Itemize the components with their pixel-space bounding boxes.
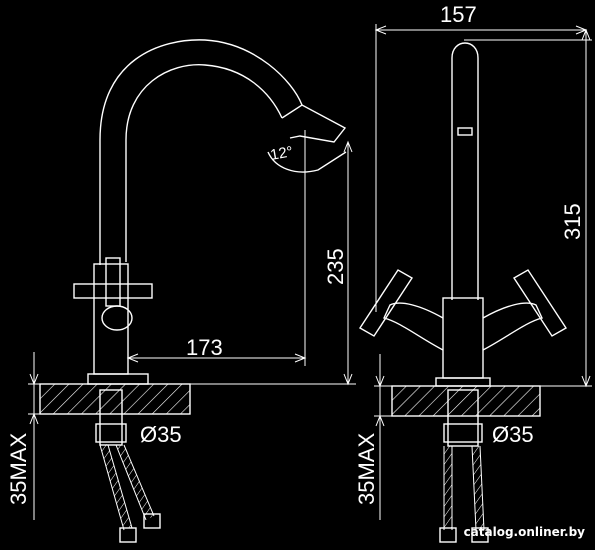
dim-angle-12: 12°: [269, 143, 294, 164]
spout-outline-outer: [99, 39, 303, 265]
spout-column: [451, 42, 479, 300]
faucet-body: [93, 263, 129, 375]
mounting-stud: [99, 389, 123, 446]
dim-width-157: 157: [440, 2, 477, 27]
dim-diameter-right: Ø35: [492, 422, 534, 447]
dim-height-235: 235: [323, 248, 348, 285]
right-handle-arm: [482, 302, 543, 351]
supply-hose-right-b: [472, 445, 484, 529]
left-dimension-lines: [28, 130, 356, 520]
hose-fitting-right-b: [471, 527, 489, 543]
hose-fitting-right-a: [439, 527, 457, 543]
dim-diameter-left: Ø35: [140, 422, 182, 447]
hose-fitting-b: [143, 513, 161, 529]
body-front: [442, 297, 484, 379]
hose-fitting-a: [119, 527, 137, 543]
right-front-view: [359, 42, 567, 543]
handle-bar: [73, 283, 153, 299]
left-side-view: [39, 39, 347, 543]
supply-hose-b: [116, 443, 154, 520]
dim-35max-right: 35MAX: [354, 433, 379, 505]
handle-knob: [101, 305, 133, 331]
right-handle-cross: [513, 269, 567, 337]
base-flange-right: [435, 377, 491, 387]
mounting-nut-right: [443, 423, 483, 443]
spout-outline-inner: [125, 64, 283, 262]
supply-hose-a: [100, 443, 132, 530]
left-handle-cross: [359, 269, 413, 337]
dim-reach-173: 173: [186, 335, 223, 360]
dim-height-315: 315: [560, 203, 585, 240]
angle-arc: [267, 151, 347, 173]
mounting-nut: [95, 423, 127, 443]
handle-stem: [105, 257, 121, 307]
countertop-right: [391, 385, 541, 417]
mounting-stud-right: [447, 389, 479, 447]
base-flange: [87, 373, 149, 385]
watermark-text: catalog.onliner.by: [463, 525, 585, 539]
left-handle-arm: [383, 302, 444, 351]
spout-mark: [457, 127, 473, 136]
dim-35max-left: 35MAX: [6, 433, 31, 505]
right-dimension-lines: [374, 24, 592, 520]
countertop-left: [39, 383, 191, 415]
aerator-nozzle: [281, 104, 347, 143]
